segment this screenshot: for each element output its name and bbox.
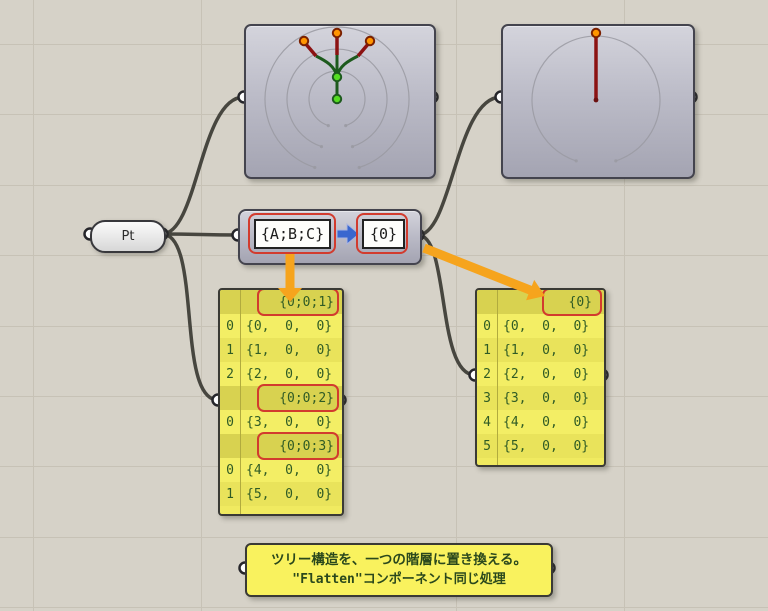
highlight-box — [257, 290, 339, 316]
grid-line — [456, 0, 457, 611]
wire-pt-to-left-panel — [161, 232, 219, 402]
panel-data-row: 1 {1, 0, 0} — [477, 338, 604, 362]
panel-data-row: 3 {3, 0, 0} — [477, 386, 604, 410]
panel-column-separator — [497, 290, 498, 465]
item-value: {0, 0, 0} — [503, 318, 590, 334]
item-index: 3 — [483, 390, 491, 406]
item-value: {3, 0, 0} — [246, 414, 333, 430]
panel-data-row: 0 {0, 0, 0} — [220, 314, 342, 338]
grid-line — [0, 607, 768, 608]
grid-line — [201, 0, 202, 611]
panel-data-row: 0 {3, 0, 0} — [220, 410, 342, 434]
panel-data-row: 1 {1, 0, 0} — [220, 338, 342, 362]
panel-path-header-row: {0;0;3} — [220, 432, 342, 460]
branch-path-label: {0;0;2} — [279, 390, 334, 406]
panel-data-row: 4 {4, 0, 0} — [477, 410, 604, 434]
branch-path-label: {0} — [568, 294, 592, 310]
item-value: {1, 0, 0} — [246, 342, 333, 358]
panel-data-row: 5 {5, 0, 0} — [477, 434, 604, 458]
item-value: {4, 0, 0} — [246, 462, 333, 478]
grid-line — [33, 0, 34, 611]
item-value: {5, 0, 0} — [503, 438, 590, 454]
highlight-box — [356, 213, 408, 254]
panel-data-row: 0 {4, 0, 0} — [220, 458, 342, 482]
wire-pt-to-left-viewer — [161, 95, 245, 236]
flatten-component[interactable]: {A;B;C} {0} — [238, 209, 422, 265]
panel-data-row: 1 {5, 0, 0} — [220, 482, 342, 506]
item-index: 1 — [226, 342, 234, 358]
grid-line — [0, 537, 768, 538]
wire-flatten-to-right-panel — [417, 233, 476, 377]
item-value: {2, 0, 0} — [503, 366, 590, 382]
item-value: {1, 0, 0} — [503, 342, 590, 358]
flatten-output-path-box[interactable]: {0} — [362, 219, 405, 249]
flatten-output-path-label: {0} — [369, 225, 398, 243]
tree-data-panel[interactable]: {0;0;1} 0 {0, 0, 0} 1 {1, 0, 0} 2 {2, 0, 0} {0;… — [218, 288, 344, 516]
pt-param-label: Pt — [121, 229, 135, 244]
grid-line — [0, 185, 768, 186]
item-value: {2, 0, 0} — [246, 366, 333, 382]
grid-line — [0, 466, 768, 467]
flattened-panel-rows: {0} 0 {0, 0, 0} 1 {1, 0, 0} 2 {2, 0, 0} 3 {3, 0,… — [477, 290, 604, 458]
flatten-input-path-label: {A;B;C} — [260, 225, 325, 243]
item-value: {3, 0, 0} — [503, 390, 590, 406]
pt-param-capsule[interactable]: Pt — [90, 220, 166, 253]
highlight-box — [257, 432, 339, 460]
panel-data-row: 0 {0, 0, 0} — [477, 314, 604, 338]
panel-data-row: 2 {2, 0, 0} — [477, 362, 604, 386]
item-index: 5 — [483, 438, 491, 454]
panel-path-header-row: {0;0;2} — [220, 384, 342, 412]
item-value: {0, 0, 0} — [246, 318, 333, 334]
param-viewer-flattened[interactable] — [501, 24, 695, 179]
highlight-box — [248, 213, 336, 254]
grid-line — [0, 396, 768, 397]
grid-line — [624, 0, 625, 611]
item-index: 1 — [226, 486, 234, 502]
flattened-data-panel[interactable]: {0} 0 {0, 0, 0} 1 {1, 0, 0} 2 {2, 0, 0} 3 {3, 0,… — [475, 288, 606, 467]
wire-pt-to-flatten — [161, 232, 239, 237]
note-panel[interactable]: ツリー構造を、一つの階層に置き換える。 "Flatten"コンポーネント同じ処理 — [245, 543, 553, 597]
item-index: 2 — [483, 366, 491, 382]
grid-line — [0, 326, 768, 327]
item-index: 2 — [226, 366, 234, 382]
highlight-box — [257, 384, 339, 412]
flatten-input-path-box[interactable]: {A;B;C} — [254, 219, 331, 249]
item-index: 4 — [483, 414, 491, 430]
param-viewer-tree-three-branches-icon — [264, 26, 410, 170]
blue-right-arrow-icon — [336, 223, 360, 245]
item-index: 0 — [226, 462, 234, 478]
note-line-1: ツリー構造を、一つの階層に置き換える。 — [270, 552, 528, 568]
tree-panel-rows: {0;0;1} 0 {0, 0, 0} 1 {1, 0, 0} 2 {2, 0, 0} {0;… — [220, 290, 342, 506]
item-index: 0 — [226, 414, 234, 430]
param-viewer-tree[interactable] — [244, 24, 436, 179]
panel-data-row: 2 {2, 0, 0} — [220, 362, 342, 386]
highlight-box — [542, 290, 602, 316]
item-value: {4, 0, 0} — [503, 414, 590, 430]
note-line-2: "Flatten"コンポーネント同じ処理 — [292, 572, 506, 587]
param-viewer-tree-single-branch-icon — [531, 27, 661, 163]
item-index: 1 — [483, 342, 491, 358]
panel-path-header-row: {0;0;1} — [220, 290, 342, 316]
branch-path-label: {0;0;3} — [279, 438, 334, 454]
item-index: 0 — [483, 318, 491, 334]
panel-column-separator — [240, 290, 241, 514]
item-value: {5, 0, 0} — [246, 486, 333, 502]
item-index: 0 — [226, 318, 234, 334]
